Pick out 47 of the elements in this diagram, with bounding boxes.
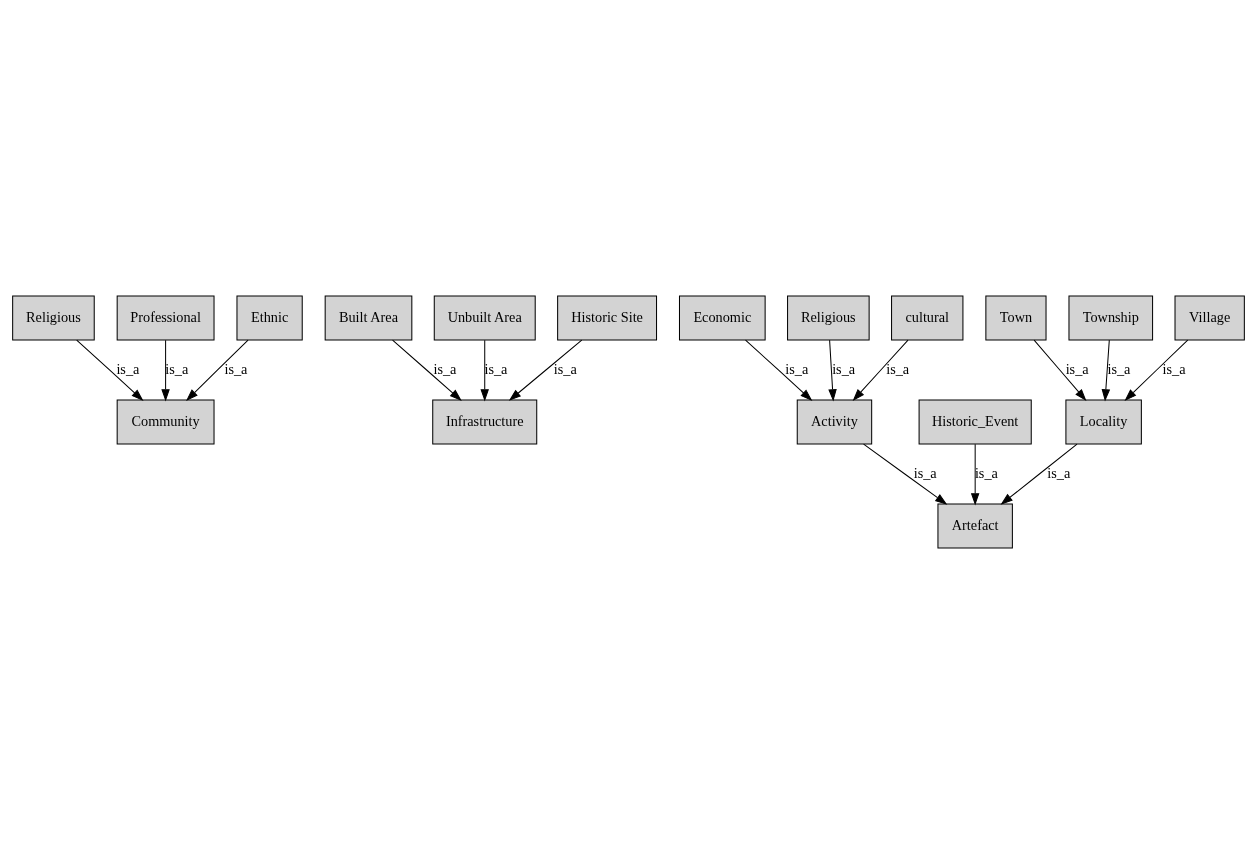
arrow — [852, 339, 909, 401]
edge-label: is_a — [1047, 464, 1071, 481]
node-box: Historic Site — [557, 295, 658, 340]
edge-label: is_a — [832, 360, 856, 377]
node-box: cultural — [891, 295, 964, 340]
node-box: Village — [1174, 295, 1245, 340]
arrow — [745, 339, 813, 401]
edge-label: is_a — [224, 360, 248, 377]
edge-label: is_a — [913, 464, 937, 481]
node-box: Religious — [12, 295, 95, 340]
arrow — [76, 339, 144, 401]
node-box: Historic_Event — [918, 399, 1032, 444]
edge-label: is_a — [553, 360, 577, 377]
node-box: Unbuilt Area — [433, 295, 536, 340]
node-box: Township — [1068, 295, 1154, 340]
node-box: Artefact — [937, 503, 1013, 548]
edge-label: is_a — [1065, 360, 1089, 377]
node-box: Economic — [678, 295, 766, 340]
node-box: Built Area — [324, 295, 413, 340]
arrow — [1000, 443, 1078, 505]
node-box: Locality — [1065, 399, 1142, 444]
node-box: Ethnic — [236, 295, 303, 340]
node-box: Professional — [116, 295, 215, 340]
edge-label: is_a — [785, 360, 809, 377]
arrow — [480, 339, 489, 401]
arrow — [970, 443, 980, 505]
arrow — [828, 339, 837, 401]
node-box: Activity — [796, 399, 873, 444]
node-box: Community — [116, 399, 215, 444]
arrow — [1101, 339, 1111, 401]
node-box: Town — [985, 295, 1047, 340]
edge-label: is_a — [165, 360, 189, 377]
node-box: Religious — [787, 295, 870, 340]
edge-label: is_a — [116, 360, 140, 377]
edge-label: is_a — [1107, 360, 1131, 377]
arrow — [1033, 339, 1087, 401]
arrow — [392, 339, 462, 401]
arrow — [161, 339, 170, 401]
edge-label: is_a — [433, 360, 457, 377]
arrow — [508, 339, 583, 401]
edge-label: is_a — [886, 360, 910, 377]
edge-label: is_a — [484, 360, 508, 377]
edge-label: is_a — [1162, 360, 1186, 377]
arrow — [1124, 339, 1189, 401]
node-box: Infrastructure — [432, 399, 538, 444]
arrow — [863, 443, 948, 505]
arrow — [186, 339, 249, 401]
